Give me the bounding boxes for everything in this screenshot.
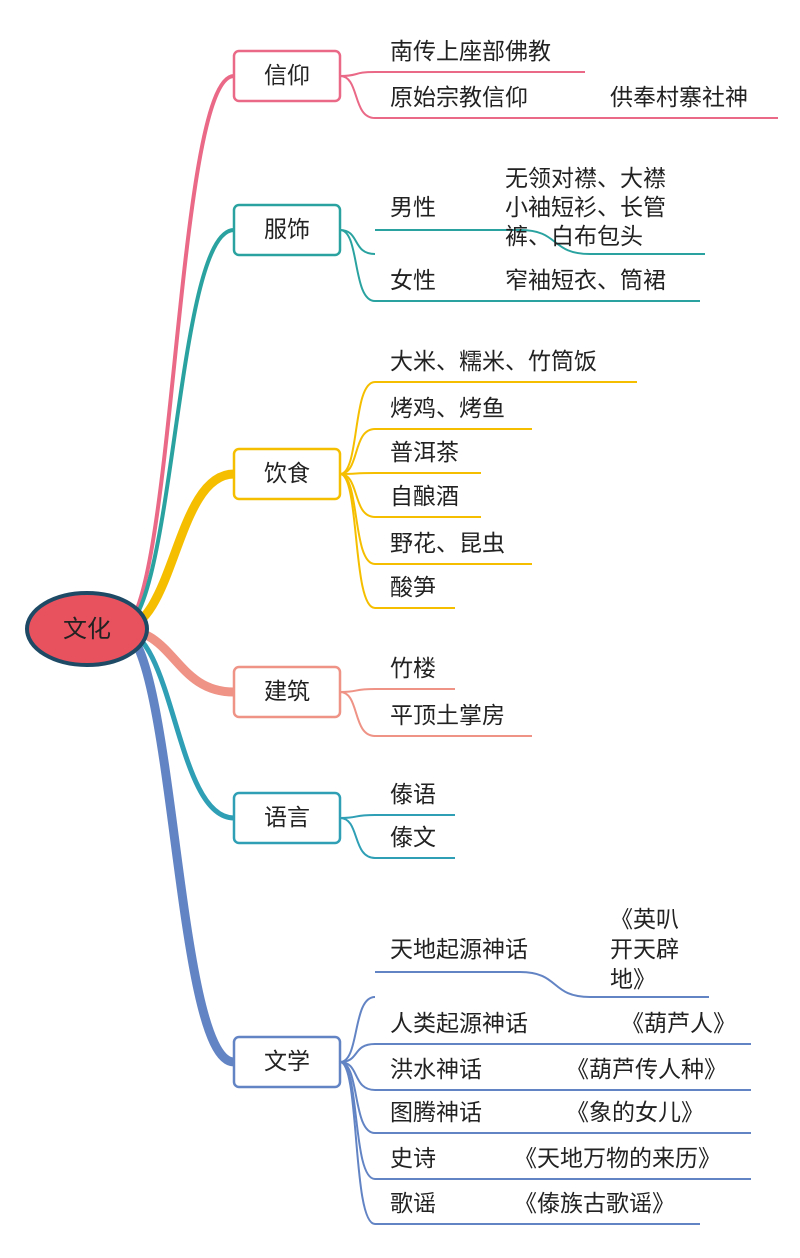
item-label: 普洱茶 <box>390 440 459 466</box>
item-connector <box>339 691 376 737</box>
branch-box <box>232 203 342 257</box>
item-label: 天地起源神话 <box>390 937 528 963</box>
item-detail: 窄袖短衣、筒裙 <box>505 268 666 294</box>
list-item[interactable]: 史诗 《天地万物的来历》 <box>390 1146 721 1172</box>
list-item[interactable]: 人类起源神话 《葫芦人》 <box>390 1011 736 1037</box>
item-connector <box>339 473 376 518</box>
branch-box <box>232 49 342 103</box>
item-label: 女性 <box>390 268 436 294</box>
item-detail: 无领对襟、大襟 <box>505 166 666 192</box>
branch-node[interactable]: 建筑 <box>232 665 342 719</box>
item-label: 洪水神话 <box>390 1057 482 1083</box>
list-item[interactable]: 野花、昆虫 <box>390 531 505 557</box>
item-label: 原始宗教信仰 <box>390 85 528 111</box>
item-label: 人类起源神话 <box>390 1011 528 1037</box>
list-item[interactable]: 酸笋 <box>390 575 436 601</box>
connector-layer <box>115 71 778 1225</box>
item-detail: 《傣族古歌谣》 <box>514 1191 675 1217</box>
item-connector <box>339 688 376 693</box>
branch-node[interactable]: 语言 <box>232 791 342 845</box>
item-detail: 开天辟 <box>610 937 679 963</box>
branch-node[interactable]: 饮食 <box>232 447 342 501</box>
item-detail: 地》 <box>610 967 656 993</box>
branch-box <box>232 791 342 845</box>
item-detail: 裤、白布包头 <box>505 224 643 250</box>
item-label: 南传上座部佛教 <box>390 39 551 65</box>
item-label: 傣语 <box>390 782 436 808</box>
item-detail: 小袖短衫、长管 <box>505 195 666 221</box>
item-label: 竹楼 <box>390 656 436 682</box>
item-connector <box>339 473 376 609</box>
item-connector <box>339 814 376 819</box>
list-item[interactable]: 女性 窄袖短衣、筒裙 <box>390 268 666 294</box>
item-label: 自酿酒 <box>390 484 459 510</box>
item-label: 野花、昆虫 <box>390 531 505 557</box>
list-item[interactable]: 烤鸡、烤鱼 <box>390 396 505 422</box>
item-connector <box>339 229 376 255</box>
item-label: 史诗 <box>390 1146 436 1172</box>
list-item[interactable]: 歌谣 《傣族古歌谣》 <box>390 1191 675 1217</box>
item-detail: 供奉村寨社神 <box>610 85 748 111</box>
item-connector <box>339 229 376 302</box>
item-connector <box>339 381 376 475</box>
item-label: 图腾神话 <box>390 1100 482 1126</box>
list-item[interactable]: 普洱茶 <box>390 440 459 466</box>
item-label: 平顶土掌房 <box>390 703 505 729</box>
branch-node[interactable]: 文学 <box>232 1035 342 1089</box>
branch-label: 信仰 <box>264 63 310 89</box>
branch-box <box>232 665 342 719</box>
list-item[interactable]: 傣语 <box>390 782 436 808</box>
branch-label: 建筑 <box>264 679 310 705</box>
trunk-connector <box>118 228 236 631</box>
list-item[interactable]: 傣文 <box>390 825 436 851</box>
item-underline <box>375 971 709 998</box>
list-item[interactable]: 竹楼 <box>390 656 436 682</box>
item-connector <box>339 428 376 475</box>
item-connector <box>339 71 376 77</box>
list-item[interactable]: 原始宗教信仰 供奉村寨社神 <box>390 85 748 111</box>
branch-box <box>232 1035 342 1089</box>
item-detail: 《象的女儿》 <box>566 1100 704 1126</box>
root-node[interactable]: 文化 <box>25 591 149 667</box>
item-connector <box>339 1061 376 1225</box>
item-detail: 《英叭 <box>610 907 679 933</box>
branch-label: 饮食 <box>264 461 310 487</box>
list-item[interactable]: 图腾神话 《象的女儿》 <box>390 1100 704 1126</box>
branch-label: 语言 <box>264 805 310 831</box>
root-ellipse <box>25 591 149 667</box>
item-detail: 《葫芦人》 <box>621 1011 736 1037</box>
trunk-connector <box>118 74 236 631</box>
list-item[interactable]: 平顶土掌房 <box>390 703 505 729</box>
item-detail: 《天地万物的来历》 <box>514 1146 721 1172</box>
list-item[interactable]: 自酿酒 <box>390 484 459 510</box>
item-label: 烤鸡、烤鱼 <box>390 396 505 422</box>
item-connector <box>339 75 376 119</box>
item-underline <box>375 229 705 255</box>
item-label: 大米、糯米、竹筒饭 <box>390 349 597 375</box>
item-connector <box>339 996 376 1063</box>
branch-box <box>232 447 342 501</box>
branch-label: 文学 <box>264 1049 310 1075</box>
branch-label: 服饰 <box>264 217 310 243</box>
branch-node[interactable]: 服饰 <box>232 203 342 257</box>
item-label: 傣文 <box>390 825 436 851</box>
item-connector <box>339 472 376 475</box>
item-connector <box>339 817 376 859</box>
item-label: 男性 <box>390 195 436 221</box>
trunk-connector <box>115 624 239 1067</box>
root-label: 文化 <box>63 615 111 643</box>
item-detail: 《葫芦传人种》 <box>566 1057 727 1083</box>
list-item[interactable]: 南传上座部佛教 <box>390 39 551 65</box>
list-item[interactable]: 大米、糯米、竹筒饭 <box>390 349 597 375</box>
item-label: 酸笋 <box>390 575 436 601</box>
branch-node[interactable]: 信仰 <box>232 49 342 103</box>
item-label: 歌谣 <box>390 1191 436 1217</box>
list-item[interactable]: 洪水神话 《葫芦传人种》 <box>390 1057 727 1083</box>
